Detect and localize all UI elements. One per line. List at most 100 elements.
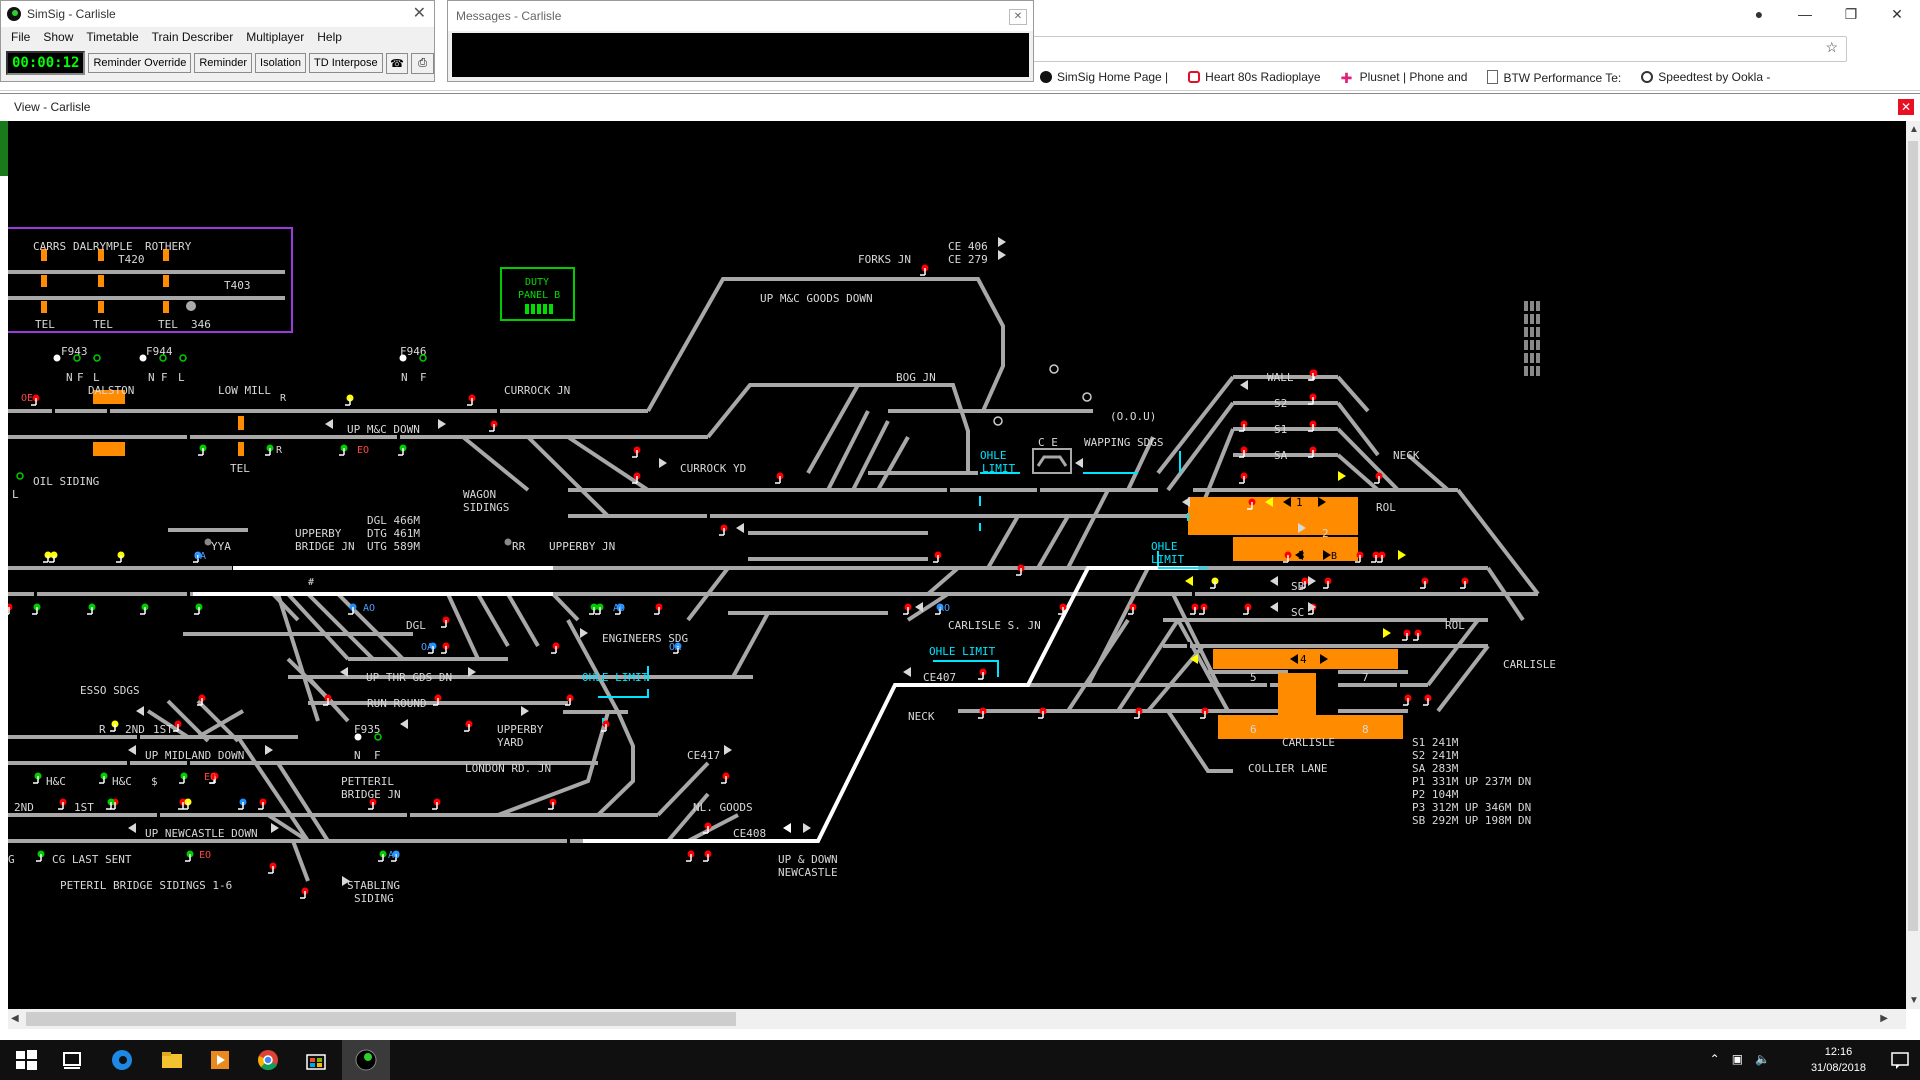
vertical-scrollbar[interactable]: ▲ ▼: [1906, 121, 1920, 1009]
signal[interactable]: [183, 798, 192, 810]
arrow-right-icon[interactable]: [1298, 523, 1306, 533]
signal[interactable]: [551, 642, 560, 654]
bookmark-plusnet[interactable]: ✚Plusnet | Phone and: [1341, 70, 1468, 86]
signal[interactable]: [106, 798, 115, 810]
printer-icon[interactable]: ⎙: [411, 52, 434, 74]
file-explorer-icon[interactable]: [160, 1048, 184, 1072]
arrow-left-icon[interactable]: [915, 602, 923, 612]
address-bar[interactable]: ☆: [1030, 36, 1847, 62]
signal[interactable]: [197, 694, 206, 706]
arrow-left-icon[interactable]: [736, 523, 744, 533]
chevron-up-icon[interactable]: ⌃: [1709, 1052, 1720, 1066]
arrow-left-icon[interactable]: [783, 823, 791, 833]
signal[interactable]: [36, 850, 45, 862]
isolation-button[interactable]: Isolation: [255, 53, 307, 73]
signal[interactable]: [1058, 603, 1067, 615]
minimize-icon[interactable]: —: [1798, 6, 1812, 22]
arrow-left-icon[interactable]: [1182, 497, 1190, 507]
signal[interactable]: [1460, 577, 1469, 589]
arrow-right-icon[interactable]: [265, 745, 273, 755]
signal[interactable]: [489, 420, 498, 432]
signal[interactable]: [589, 603, 598, 615]
arrow-right-icon[interactable]: [1320, 654, 1328, 664]
signal[interactable]: [32, 603, 41, 615]
signal-layer[interactable]: [8, 237, 1469, 899]
signal[interactable]: [99, 772, 108, 784]
signal[interactable]: [615, 603, 624, 615]
signal[interactable]: [398, 444, 407, 456]
scroll-left-icon[interactable]: ◀: [11, 1013, 19, 1024]
signal[interactable]: [1247, 498, 1256, 510]
vertical-scroll-thumb[interactable]: [1908, 141, 1918, 931]
signal[interactable]: [933, 551, 942, 563]
signal[interactable]: [1239, 472, 1248, 484]
signal[interactable]: [441, 642, 450, 654]
signal[interactable]: [368, 798, 377, 810]
signal[interactable]: [1402, 629, 1411, 641]
bookmark-simsig[interactable]: SimSig Home Page |: [1040, 70, 1168, 86]
signal[interactable]: [110, 720, 119, 732]
signal[interactable]: [1300, 577, 1309, 589]
menu-file[interactable]: File: [11, 30, 31, 44]
signal[interactable]: [686, 850, 695, 862]
arrow-left-icon[interactable]: [1185, 576, 1193, 586]
signal[interactable]: [1420, 577, 1429, 589]
signal[interactable]: [179, 772, 188, 784]
account-icon[interactable]: ●: [1754, 6, 1764, 22]
arrow-right-icon[interactable]: [1308, 576, 1316, 586]
menu-train-describer[interactable]: Train Describer: [151, 30, 234, 44]
sim-clock[interactable]: 00:00:12: [6, 51, 86, 75]
arrow-left-icon[interactable]: [1075, 458, 1083, 468]
signal[interactable]: [348, 603, 357, 615]
signal[interactable]: [565, 694, 574, 706]
arrow-right-icon[interactable]: [342, 876, 350, 886]
volume-icon[interactable]: 🔈: [1755, 1052, 1770, 1066]
signal[interactable]: [920, 264, 929, 276]
signal[interactable]: [1308, 420, 1317, 432]
arrow-right-icon[interactable]: [271, 823, 279, 833]
close-icon[interactable]: ✕: [412, 5, 426, 22]
reminder-button[interactable]: Reminder: [194, 53, 253, 73]
signal[interactable]: [978, 668, 987, 680]
signal[interactable]: [173, 720, 182, 732]
signal[interactable]: [441, 616, 450, 628]
arrow-right-icon[interactable]: [468, 667, 476, 677]
signal[interactable]: [1239, 420, 1248, 432]
media-player-icon[interactable]: [208, 1048, 232, 1072]
menu-show[interactable]: Show: [43, 30, 74, 44]
signal[interactable]: [1134, 707, 1143, 719]
signal[interactable]: [601, 720, 610, 732]
signal[interactable]: [210, 772, 219, 784]
scroll-up-icon[interactable]: ▲: [1909, 124, 1919, 135]
signal[interactable]: [8, 603, 13, 615]
arrow-right-icon[interactable]: [1318, 497, 1326, 507]
arrow-left-icon[interactable]: [1295, 550, 1303, 560]
signal[interactable]: [265, 444, 274, 456]
messages-list[interactable]: [452, 33, 1029, 77]
arrow-left-icon[interactable]: [1240, 380, 1248, 390]
signal[interactable]: [903, 603, 912, 615]
arrow-right-icon[interactable]: [998, 250, 1006, 260]
notifications-icon[interactable]: [1890, 1050, 1910, 1070]
signal[interactable]: [185, 850, 194, 862]
signal[interactable]: [721, 772, 730, 784]
signal[interactable]: [140, 603, 149, 615]
task-view-icon[interactable]: [60, 1048, 84, 1072]
signal[interactable]: [1308, 446, 1317, 458]
signal[interactable]: [1323, 577, 1332, 589]
bookmark-btw[interactable]: BTW Performance Te:: [1487, 70, 1621, 86]
signal[interactable]: [391, 850, 400, 862]
signal[interactable]: [978, 707, 987, 719]
signal[interactable]: [775, 472, 784, 484]
signal[interactable]: [1403, 694, 1412, 706]
edge-browser-icon[interactable]: [110, 1048, 134, 1072]
arrow-right-icon[interactable]: [438, 419, 446, 429]
signal[interactable]: [31, 394, 40, 406]
signal[interactable]: [268, 862, 277, 874]
signal[interactable]: [673, 642, 682, 654]
signal[interactable]: [1283, 551, 1292, 563]
close-icon[interactable]: ✕: [1009, 9, 1027, 25]
arrow-left-icon[interactable]: [903, 667, 911, 677]
horizontal-scroll-thumb[interactable]: [26, 1012, 736, 1026]
signal[interactable]: [935, 603, 944, 615]
